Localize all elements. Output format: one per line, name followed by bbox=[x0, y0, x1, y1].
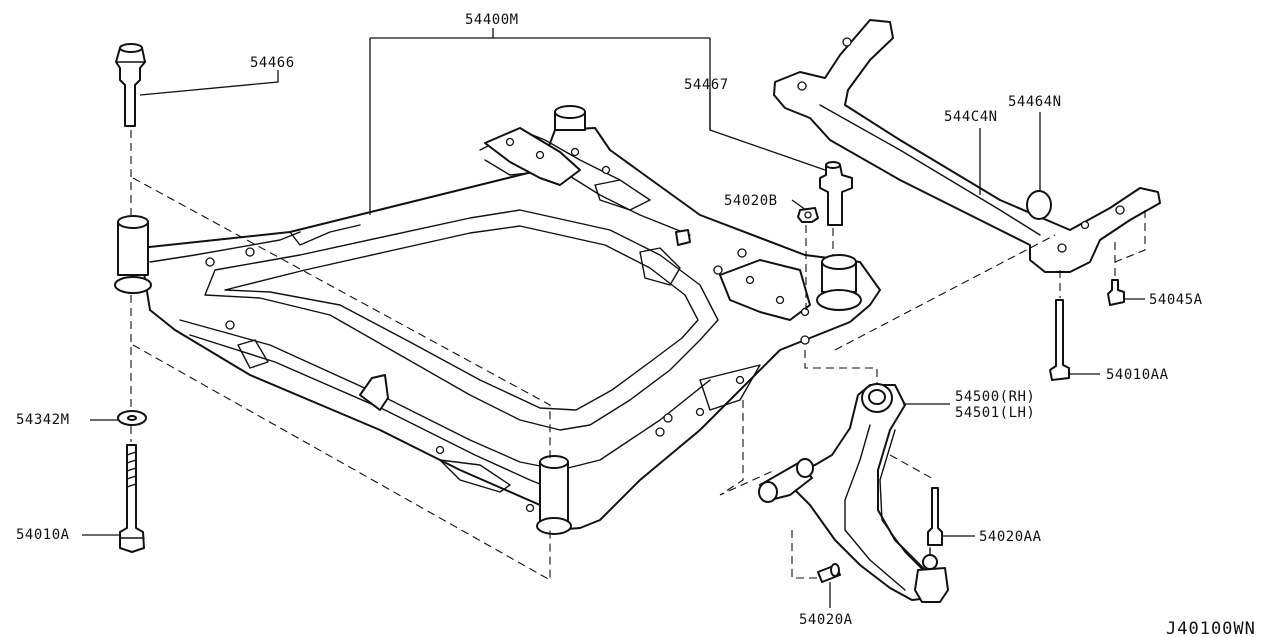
label-54020aa: 54020AA bbox=[979, 529, 1042, 545]
nut-54020b bbox=[797, 207, 819, 223]
label-54020b: 54020B bbox=[724, 193, 778, 209]
bolt-54020aa bbox=[927, 487, 943, 546]
label-54467: 54467 bbox=[684, 77, 729, 93]
label-54500-rh: 54500(RH) bbox=[955, 389, 1035, 405]
diagram-code: J40100WN bbox=[1166, 619, 1256, 637]
bolt-54467 bbox=[819, 161, 853, 226]
label-54010aa: 54010AA bbox=[1106, 367, 1169, 383]
label-54400m: 54400M bbox=[465, 12, 519, 28]
bolt-54020a bbox=[817, 563, 841, 583]
bolt-54010aa bbox=[1049, 299, 1070, 381]
label-54464n: 54464N bbox=[1008, 94, 1062, 110]
label-544c4n: 544C4N bbox=[944, 109, 998, 125]
washer-54342m bbox=[117, 410, 147, 426]
label-54466: 54466 bbox=[250, 55, 295, 71]
label-54501-lh: 54501(LH) bbox=[955, 405, 1035, 421]
label-54342m: 54342M bbox=[16, 412, 70, 428]
part-labels: 54400M 54466 54467 54464N 544C4N 54020B … bbox=[16, 12, 1256, 637]
label-54045a: 54045A bbox=[1149, 292, 1203, 308]
bushing-54464n bbox=[1026, 190, 1052, 220]
leader-lines bbox=[82, 28, 1145, 608]
bolt-54010a bbox=[119, 444, 145, 553]
assembly-dashed-lines bbox=[130, 130, 1146, 581]
stabilizer-bar bbox=[773, 19, 1161, 273]
bolt-54045a bbox=[1107, 279, 1125, 306]
transverse-link bbox=[758, 383, 949, 603]
label-54020a: 54020A bbox=[799, 612, 853, 628]
front-subframe bbox=[114, 105, 881, 535]
bolt-54466 bbox=[115, 43, 146, 127]
label-54010a: 54010A bbox=[16, 527, 70, 543]
